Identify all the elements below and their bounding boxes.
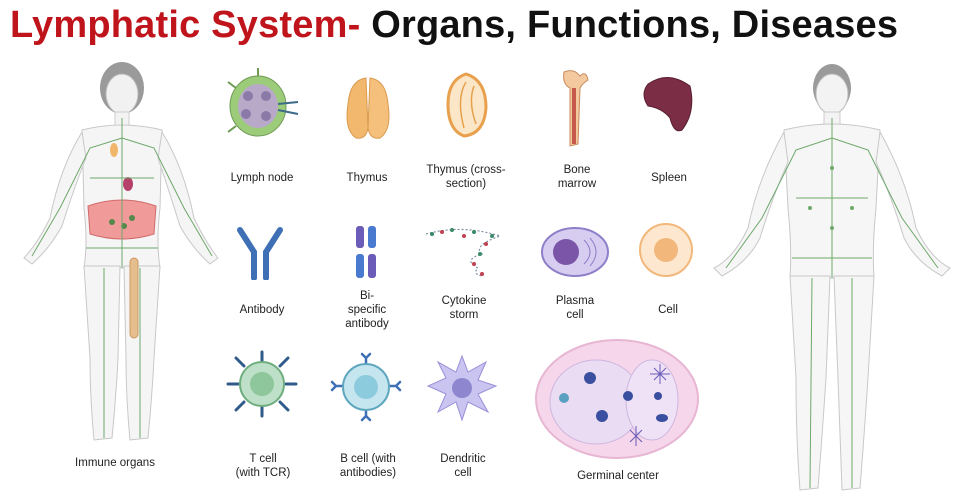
label-immune-organs: Immune organs	[75, 457, 155, 469]
male-body-figure	[712, 58, 952, 496]
thymus-cross-section-icon	[442, 68, 492, 140]
cytokine-storm-icon	[422, 224, 504, 278]
label-antibody: Antibody	[239, 304, 285, 316]
title-main: Lymphatic System-	[10, 4, 361, 46]
germinal-center-icon	[534, 338, 700, 460]
label-dendritic-cell: Dendritic cell	[440, 453, 486, 479]
label-bone-marrow: Bone marrow	[557, 164, 597, 190]
label-plasma-cell: Plasma cell	[555, 295, 595, 321]
antibody-icon	[234, 224, 288, 280]
label-b-cell: B cell (with antibodies)	[339, 453, 397, 479]
page-title: Lymphatic System- Organs, Functions, Dis…	[10, 4, 898, 47]
label-spleen: Spleen	[651, 172, 687, 184]
label-cytokine-storm: Cytokine storm	[441, 295, 487, 321]
label-t-cell: T cell (with TCR)	[235, 453, 291, 479]
cell-icon	[638, 222, 694, 278]
lymph-node-icon	[222, 66, 300, 144]
label-germinal-center: Germinal center	[577, 470, 659, 482]
title-sub: Organs, Functions, Diseases	[360, 4, 899, 46]
label-thymus: Thymus	[346, 172, 388, 184]
label-cell: Cell	[658, 304, 678, 316]
dendritic-cell-icon	[426, 350, 500, 424]
thymus-icon	[340, 70, 396, 142]
label-bispecific-antibody: Bi- specific antibody	[345, 290, 389, 330]
label-thymus-cross-section: Thymus (cross- section)	[426, 164, 506, 190]
bispecific-antibody-icon	[350, 222, 384, 282]
female-body-figure	[20, 58, 220, 453]
label-lymph-node: Lymph node	[230, 172, 294, 184]
spleen-icon	[640, 72, 698, 136]
plasma-cell-icon	[540, 226, 610, 278]
bone-marrow-icon	[556, 66, 596, 150]
b-cell-icon	[330, 352, 402, 422]
t-cell-icon	[226, 350, 298, 418]
